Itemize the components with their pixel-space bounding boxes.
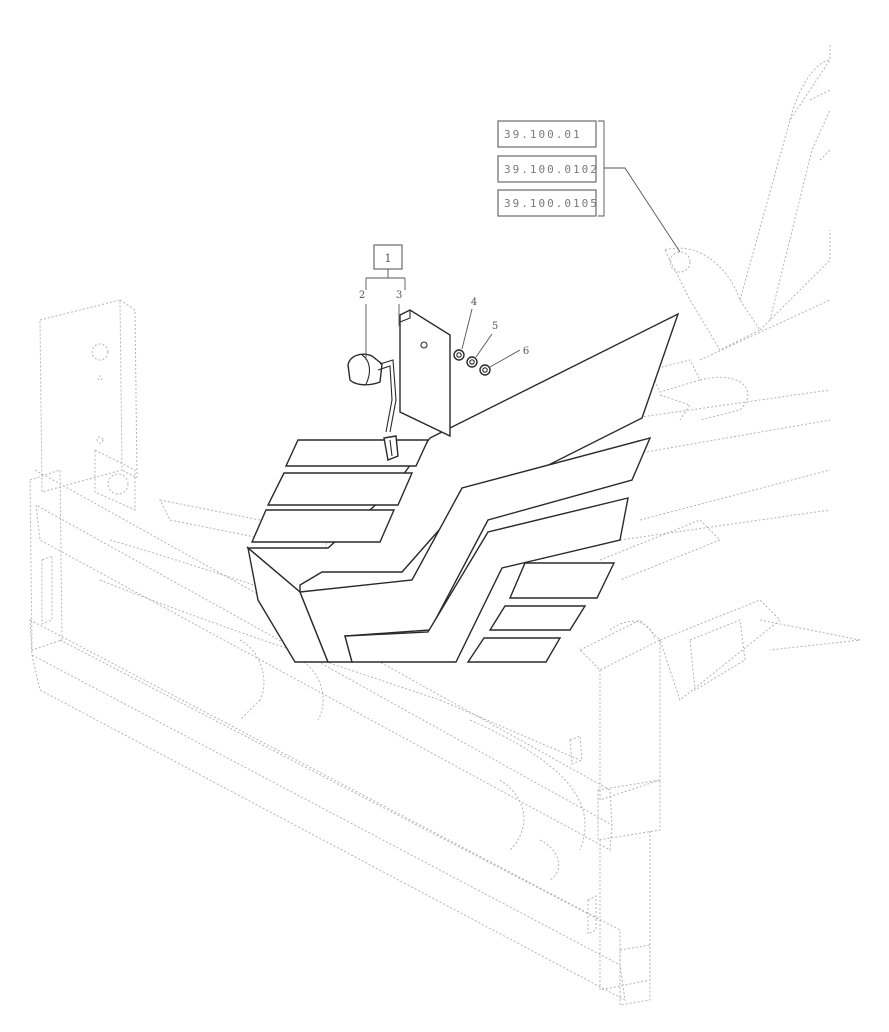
washer-item-4[interactable] [453,349,465,361]
decal-stripe-lower[interactable] [344,497,629,663]
reference-code-3: 39.100.0105 [504,197,599,210]
decal-plate-right-2[interactable] [488,605,587,631]
sensor-assembly [347,309,451,461]
reference-code-group: 39.100.01 39.100.0102 39.100.0105 [497,120,681,253]
reference-code-2: 39.100.0102 [504,163,599,176]
reference-bracket [598,120,605,217]
decal-plate-right-1[interactable] [508,562,616,599]
item-number-3: 3 [396,290,402,301]
reference-code-1: 39.100.01 [504,128,582,141]
decal-stripe-middle[interactable] [246,546,330,663]
decal-plate-left-1[interactable] [284,439,430,467]
reference-leader [604,167,681,253]
decal-set [246,312,680,663]
washer-item-6[interactable] [479,364,491,376]
decal-plate-left-3[interactable] [250,509,396,543]
callouts: 1 2 3 4 5 6 [359,244,529,368]
decal-plate-right-3[interactable] [466,637,562,663]
item-number-5: 5 [492,321,498,332]
reference-code-box-1[interactable] [497,120,597,148]
reference-code-box-2[interactable] [497,155,597,183]
item-number-2: 2 [359,290,365,301]
assembly-callout-label: 1 [385,252,392,265]
decal-stripe-long[interactable] [299,436,652,663]
mounting-plate[interactable] [399,309,451,438]
assembly-callout-box[interactable] [373,244,403,270]
item-number-6: 6 [523,346,529,357]
reference-code-box-3[interactable] [497,189,597,217]
sensor-plug[interactable] [347,353,383,386]
washers [453,349,491,376]
washer-item-5[interactable] [466,356,478,368]
item-number-4: 4 [471,297,477,308]
decal-plate-left-2[interactable] [266,472,414,506]
